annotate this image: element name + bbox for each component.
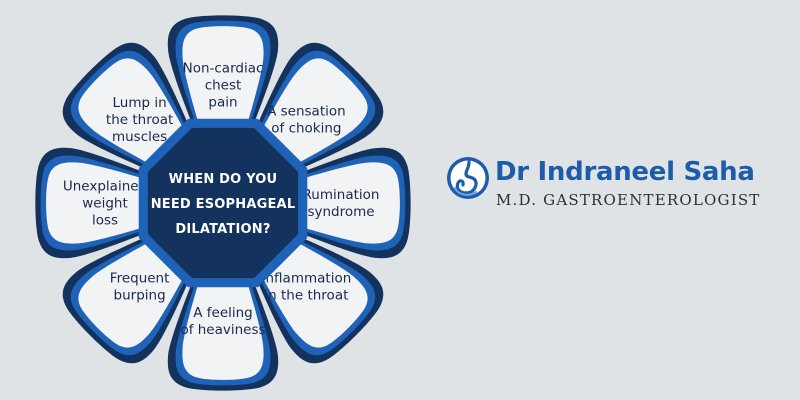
hub-core [147,127,299,279]
brand-name: Dr Indraneel Saha [495,157,755,187]
brand-subtitle: M.D. GASTROENTEROLOGIST [496,191,761,209]
brand-logo: Dr Indraneel Saha M.D. GASTROENTEROLOGIS… [443,155,763,227]
stomach-icon [447,157,489,199]
